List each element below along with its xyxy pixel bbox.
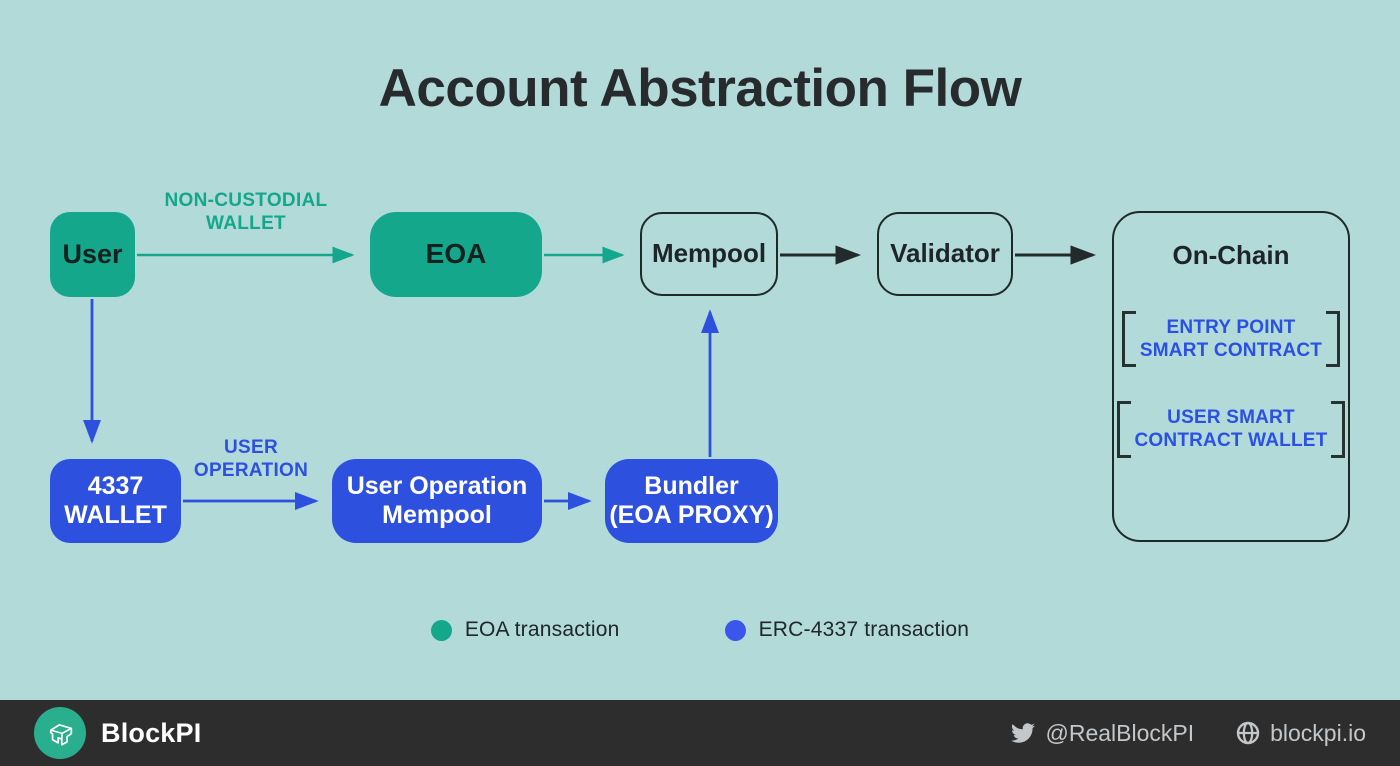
wallet-4337-node: 4337 WALLET [50,459,181,543]
user-operation-mempool-line1: User Operation [346,472,528,501]
user-node: User [50,212,135,297]
entry-point-smart-contract: ENTRY POINT SMART CONTRACT [1121,310,1341,368]
website-label: blockpi.io [1270,719,1366,746]
user-node-label: User [62,238,123,269]
blockpi-logo-icon [34,707,86,759]
wallet-4337-line1: 4337 [87,472,144,501]
twitter-icon [1011,723,1036,743]
twitter-link[interactable]: @RealBlockPI [1011,720,1194,747]
page-title: Account Abstraction Flow [378,59,1022,118]
user-operation-line2: OPERATION [193,459,309,481]
legend-item-erc4337: ERC-4337 transaction [724,618,970,642]
brand-name: BlockPI [101,717,202,748]
validator-node: Validator [877,212,1013,296]
globe-icon [1236,721,1260,745]
entry-point-line1: ENTRY POINT [1166,316,1296,338]
user-operation-line1: USER [224,437,278,458]
footer-bar: BlockPI @RealBlockPI blockpi.io [0,700,1400,766]
erc4337-transaction-dot [724,619,746,641]
eoa-node: EOA [370,212,542,297]
user-smart-contract-wallet: USER SMART CONTRACT WALLET [1116,401,1346,458]
eoa-node-label: EOA [425,238,487,270]
user-wallet-line2: CONTRACT WALLET [1134,430,1328,452]
footer-links: @RealBlockPI blockpi.io [1011,720,1366,747]
wallet-4337-line2: WALLET [64,501,167,529]
mempool-node: Mempool [640,212,778,296]
non-custodial-line1: NON-CUSTODIAL [164,190,328,211]
eoa-transaction-dot [430,619,452,641]
eoa-transaction-label: EOA transaction [464,618,620,641]
website-link[interactable]: blockpi.io [1236,720,1366,747]
bundler-line2: (EOA PROXY) [609,501,774,529]
on-chain-node-label: On-Chain [1172,240,1290,270]
on-chain-node: On-Chain ENTRY POINT SMART CONTRACT USER… [1112,211,1350,542]
user-operation-label: USER OPERATION [166,437,336,483]
non-custodial-wallet-label: NON-CUSTODIAL WALLET [126,190,366,236]
bundler-node: Bundler (EOA PROXY) [605,459,778,543]
legend: EOA transaction ERC-4337 transaction [0,618,1400,642]
non-custodial-line2: WALLET [206,212,286,234]
bundler-line1: Bundler [644,472,739,501]
twitter-handle: @RealBlockPI [1045,719,1195,746]
user-wallet-line1: USER SMART [1167,407,1295,429]
entry-point-line2: SMART CONTRACT [1139,340,1323,362]
brand-group: BlockPI [34,707,201,759]
legend-item-eoa: EOA transaction [430,618,620,642]
mempool-node-label: Mempool [651,238,767,269]
user-operation-mempool-line2: Mempool [382,501,492,529]
user-operation-mempool-node: User Operation Mempool [332,459,542,543]
erc4337-transaction-label: ERC-4337 transaction [758,618,970,641]
validator-node-label: Validator [890,238,1000,269]
